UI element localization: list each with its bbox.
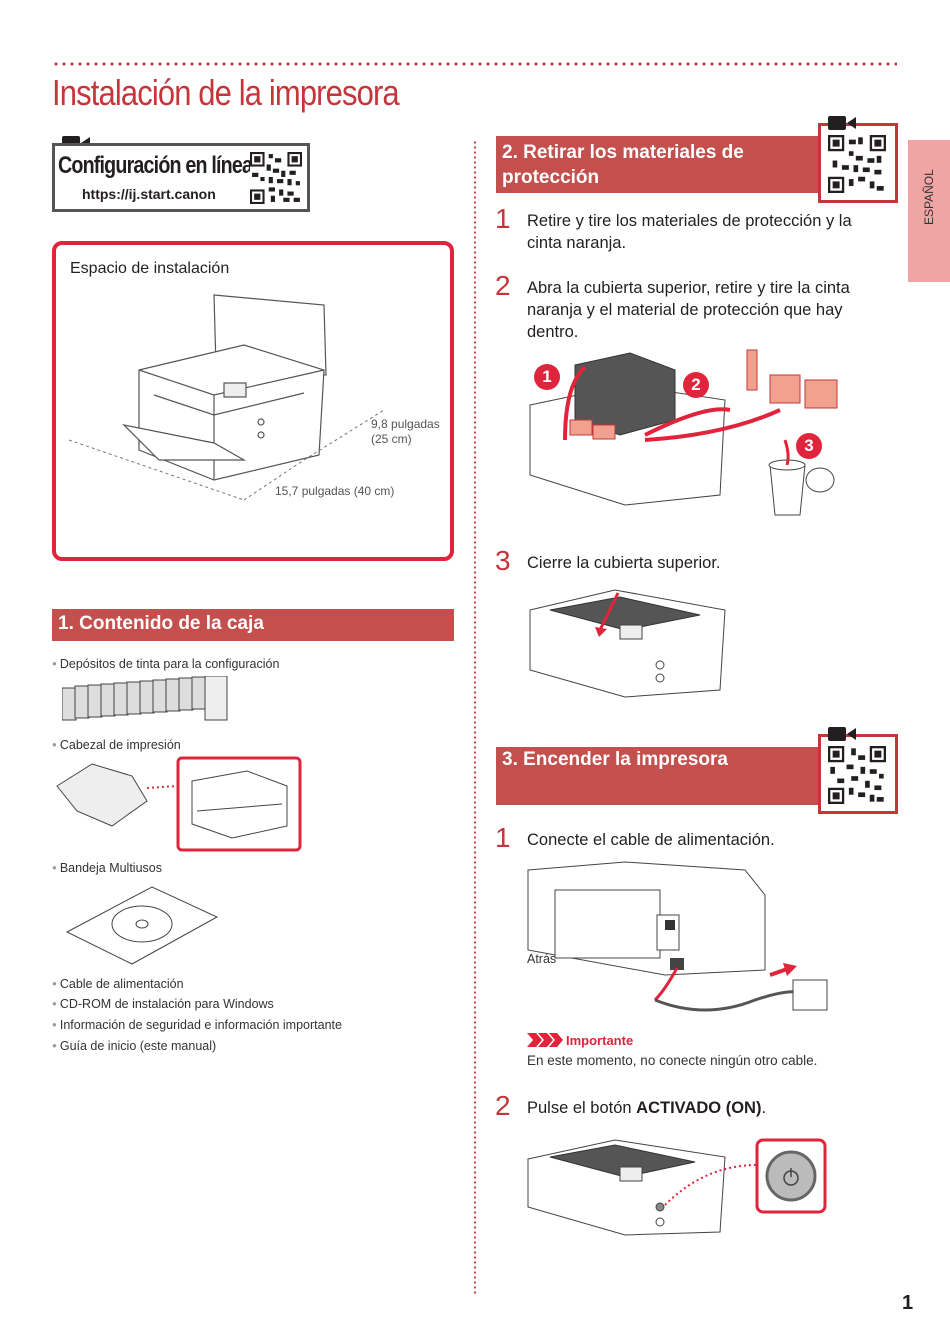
online-setup-url[interactable]: https://ij.start.canon [82, 186, 216, 202]
depth-dimension-cm: (25 cm) [371, 432, 412, 446]
list-item-cable: Cable de alimentación [52, 977, 184, 991]
step-text: Pulse el botón ACTIVADO (ON). [527, 1097, 766, 1119]
list-item-cdrom: CD-ROM de instalación para Windows [52, 997, 274, 1011]
installation-space-label: Espacio de instalación [70, 260, 230, 277]
list-item-safety: Información de seguridad e información i… [52, 1018, 342, 1032]
step-text-line: naranja y el material de protección que … [527, 301, 843, 319]
power-button-illustration [527, 1138, 827, 1236]
multipurpose-tray-illustration [65, 886, 219, 965]
step-text-line: dentro. [527, 323, 579, 341]
printhead-illustration [56, 756, 302, 852]
step-text-suffix: . [761, 1099, 767, 1117]
step-text: Retire y tire los materiales de protecci… [527, 210, 887, 254]
step-number: 3 [495, 545, 511, 576]
power-cable-illustration [527, 861, 828, 1012]
step-number: 1 [495, 822, 511, 853]
on-button-label: ACTIVADO (ON) [636, 1099, 762, 1117]
top-dotted-divider [52, 62, 897, 66]
close-cover-illustration [529, 589, 726, 698]
step-text-line: Retire y tire los materiales de protecci… [527, 212, 852, 230]
power-on-heading: 3. Encender la impresora [496, 747, 818, 805]
language-tab-label: ESPAÑOL [922, 169, 936, 225]
qr-code-icon[interactable] [828, 135, 886, 193]
online-setup-title: Configuración en línea [58, 152, 253, 179]
step-text-line: cinta naranja. [527, 234, 627, 252]
step-text-line: Abra la cubierta superior, retire y tire… [527, 279, 850, 297]
step-number: 1 [495, 203, 511, 234]
printer-installation-illustration [68, 294, 385, 501]
remove-materials-heading-line1: 2. Retirar los materiales de [502, 142, 744, 163]
page-title: Instalación de la impresora [52, 72, 400, 113]
video-camera-icon [828, 727, 856, 741]
back-label: Atrás [527, 952, 557, 966]
language-tab [908, 140, 950, 282]
step-text: Conecte el cable de alimentación. [527, 831, 775, 849]
box-contents-heading: 1. Contenido de la caja [52, 609, 454, 641]
step-text: Abra la cubierta superior, retire y tire… [527, 277, 887, 343]
step-number: 2 [495, 1090, 511, 1121]
depth-dimension: 9,8 pulgadas [371, 417, 440, 431]
width-dimension: 15,7 pulgadas (40 cm) [275, 484, 395, 498]
remove-materials-heading: 2. Retirar los materiales de protección [496, 136, 818, 193]
page-number: 1 [902, 1292, 914, 1314]
step-text-prefix: Pulse el botón [527, 1099, 637, 1117]
qr-code-icon[interactable] [250, 152, 302, 204]
callout-3: 3 [796, 433, 822, 459]
qr-code-icon[interactable] [828, 746, 886, 804]
installation-space-box [52, 241, 454, 561]
remove-tape-illustration [529, 349, 838, 516]
column-divider [474, 140, 476, 1295]
list-item-tray: Bandeja Multiusos [52, 861, 162, 875]
list-item-ink: Depósitos de tinta para la configuración [52, 657, 280, 671]
step-number: 2 [495, 270, 511, 301]
callout-2: 2 [683, 372, 709, 398]
important-label: Importante [566, 1033, 634, 1048]
step-text: Cierre la cubierta superior. [527, 554, 721, 572]
list-item-printhead: Cabezal de impresión [52, 738, 181, 752]
important-chevrons-icon [527, 1033, 563, 1047]
callout-1: 1 [534, 364, 560, 390]
video-camera-icon [828, 116, 856, 130]
list-item-guide: Guía de inicio (este manual) [52, 1039, 216, 1053]
ink-tanks-illustration [62, 676, 228, 721]
remove-materials-heading-line2: protección [502, 167, 600, 188]
important-text: En este momento, no conecte ningún otro … [527, 1053, 818, 1068]
